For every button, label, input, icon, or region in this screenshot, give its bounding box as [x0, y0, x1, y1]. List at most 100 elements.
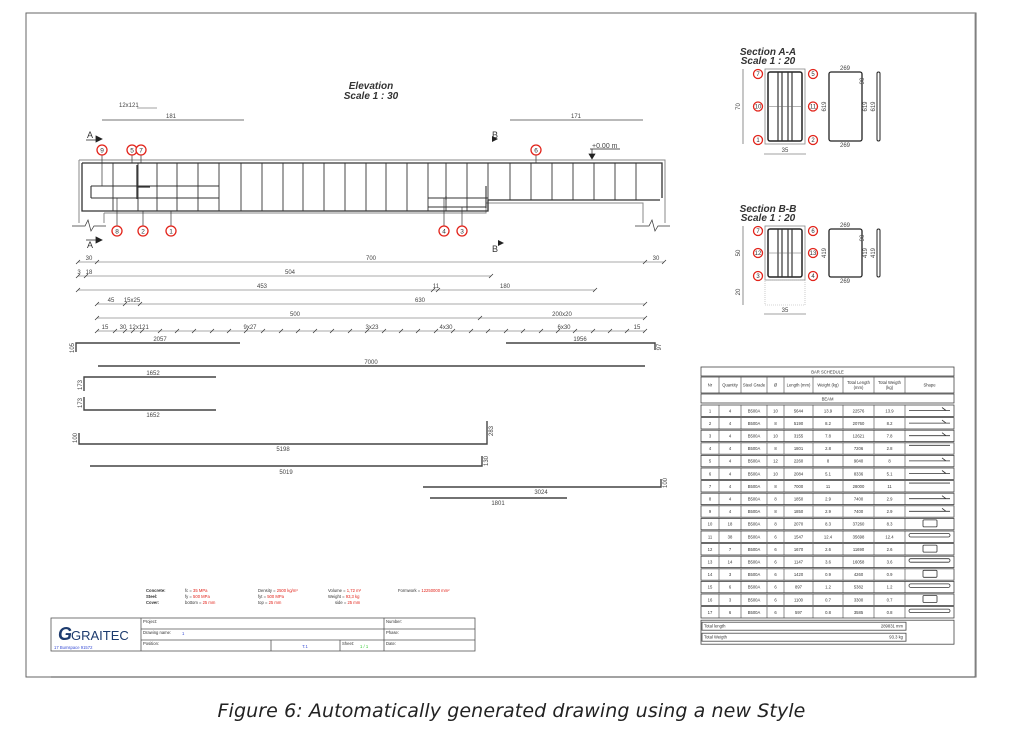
section-marker-b-top: B — [492, 130, 498, 140]
dim-tick — [209, 328, 215, 334]
bar-mark-label: 7 — [756, 229, 760, 235]
row-border — [700, 581, 955, 594]
schedule-cell: 0.7 — [887, 597, 893, 602]
level-arrow-icon — [588, 148, 620, 160]
materials-block: Concrete: Steel: Cover: fc = 35 MPa fy =… — [146, 588, 450, 605]
shape-bent-bar-icon — [909, 457, 950, 462]
schedule-cell: 10 — [773, 408, 778, 413]
bar-mark-label: 9 — [100, 147, 104, 154]
bar-mark-label: 11 — [810, 105, 817, 111]
schedule-group-row — [700, 393, 955, 404]
bar-mark-label: 6 — [534, 147, 538, 154]
stirrup-dim-side: 619 — [822, 101, 828, 112]
bar-shape-label: 97 — [657, 343, 663, 350]
elevation-title: Elevation — [349, 81, 393, 92]
schedule-cell: B500A — [748, 471, 761, 476]
dim-tick — [94, 315, 100, 321]
schedule-cell: B500A — [748, 560, 761, 565]
row-border — [700, 454, 955, 468]
row-border — [700, 417, 955, 430]
schedule-cell: 28000 — [853, 484, 865, 489]
dim-181: 181 — [166, 114, 177, 120]
bar-shapes: 2057105195697700016521731652173519810028… — [70, 337, 669, 507]
schedule-cell: 2.8 — [887, 446, 893, 451]
dim-tick — [642, 301, 648, 307]
schedule-cell: 10 — [773, 471, 778, 476]
schedule-cell: 8.2 — [825, 421, 831, 426]
bar-shape-label: 5198 — [276, 447, 290, 453]
bar-mark-label: 13 — [810, 251, 817, 257]
schedule-cell: 5644 — [794, 408, 804, 413]
section-scale: Scale 1 : 20 — [741, 56, 796, 67]
dim-tick — [329, 328, 335, 334]
schedule-column-header: (mm) — [854, 385, 864, 390]
shape-bent-bar-icon — [909, 419, 950, 424]
dim-tick — [130, 328, 136, 334]
dim-tick — [520, 328, 526, 334]
total-weight-row — [701, 632, 907, 642]
bar-mark-bubble — [438, 225, 450, 237]
link-shape — [876, 228, 881, 278]
bar-mark-label: 2 — [811, 138, 815, 144]
dim-label: 180 — [500, 284, 511, 290]
stirrup-dim-side: 419 — [863, 247, 869, 258]
schedule-cell: 2.9 — [825, 509, 831, 514]
schedule-cell: 3 — [709, 434, 712, 439]
dim-label: 4x30 — [439, 325, 453, 331]
dim-label: 3x23 — [365, 325, 379, 331]
bar-shape-label: 1801 — [491, 501, 505, 507]
dim-171: 171 — [571, 114, 582, 120]
dim-label: 700 — [366, 256, 377, 262]
stirrup-dim-top: 269 — [840, 223, 851, 229]
schedule-cell: 3585 — [854, 610, 864, 615]
schedule-header-row — [700, 376, 955, 394]
bar-shape-6 — [90, 456, 483, 467]
schedule-cell: 1850 — [794, 497, 804, 502]
shape-bent-bar-icon — [909, 495, 950, 500]
schedule-cell: 12 — [773, 459, 778, 464]
dim-tick — [139, 328, 145, 334]
schedule-cell: 11690 — [853, 547, 865, 552]
dim-tick — [477, 315, 483, 321]
dim-label: 11 — [433, 284, 440, 290]
schedule-cell: 1670 — [794, 547, 804, 552]
bar-mark-bubble — [807, 225, 819, 237]
schedule-cell: 12621 — [853, 434, 865, 439]
stirrup-dim-bottom: 269 — [840, 143, 851, 149]
schedule-cell: 6 — [774, 534, 777, 539]
schedule-cell: 7206 — [854, 446, 864, 451]
bar-mark-label: 1 — [169, 228, 173, 235]
row-border — [700, 606, 955, 619]
schedule-cell: 6 — [729, 610, 732, 615]
schedule-cell: 7.8 — [887, 434, 893, 439]
schedule-column-header: Quantity — [722, 383, 739, 388]
dim-tick — [312, 328, 318, 334]
dim-tick — [260, 328, 266, 334]
bar-mark-label: 7 — [139, 147, 143, 154]
schedule-cell: 16 — [708, 597, 713, 602]
elevation-view: Elevation Scale 1 : 30 12x121 181 171 A … — [72, 81, 670, 254]
beam-outline-inner — [81, 162, 663, 212]
dim-label: 453 — [257, 284, 268, 290]
schedule-cell: B500A — [748, 446, 761, 451]
section-scale: Scale 1 : 20 — [741, 213, 796, 224]
logo-subtext: 17 Bumspace 91572 — [54, 645, 93, 650]
dim-label: 500 — [290, 312, 301, 318]
schedule-cell: 9 — [709, 509, 712, 514]
dim-tick — [278, 328, 284, 334]
bar-mark-label: 4 — [442, 228, 446, 235]
shape-bent-bar-icon — [909, 507, 950, 512]
fyt: fyt = 500 MPa — [258, 594, 285, 599]
schedule-cell: 8 — [774, 446, 777, 451]
schedule-cell: B500A — [748, 610, 761, 615]
title-block — [50, 617, 476, 652]
bar-mark-bubble — [111, 225, 123, 237]
schedule-cell: B500A — [748, 572, 761, 577]
schedule-cell: 4 — [729, 408, 732, 413]
